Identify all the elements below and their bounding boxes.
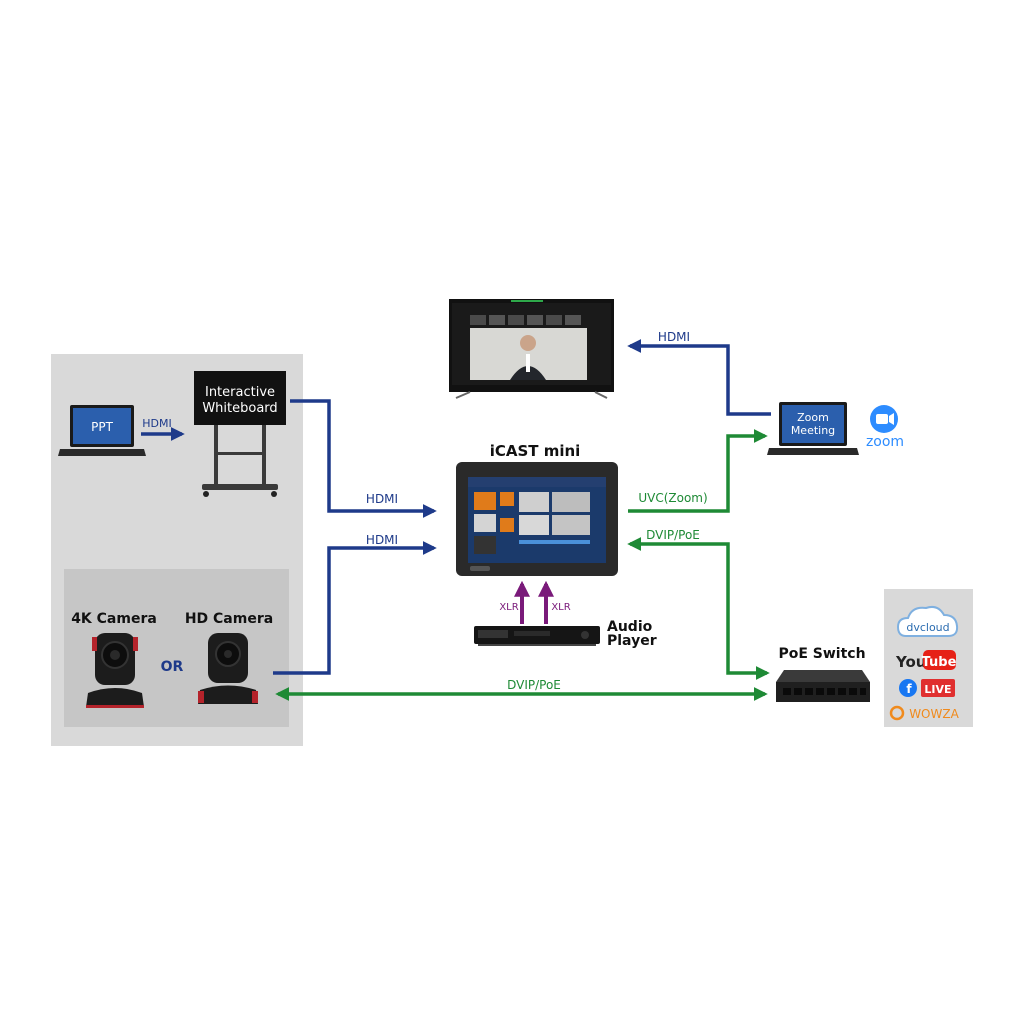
youtube-you-text: You — [895, 653, 926, 671]
whiteboard-icon: Interactive Whiteboard — [194, 371, 286, 497]
dvcloud-text: dvcloud — [906, 621, 949, 634]
wowza-text: WOWZA — [909, 707, 959, 721]
laptop-icon: Zoom Meeting — [767, 402, 859, 455]
icast-title: iCAST mini — [490, 442, 581, 460]
laptop-icon: PPT — [58, 405, 146, 456]
label-dvip-icast: DVIP/PoE — [646, 528, 700, 542]
whiteboard-label-line1: Interactive — [205, 385, 275, 400]
dvip-line-switch-icast — [627, 537, 770, 680]
hdmi-line-whiteboard-icast — [290, 399, 437, 518]
audio-player-label-line1: Audio — [607, 619, 653, 635]
label-dvip-camera: DVIP/PoE — [507, 678, 561, 692]
zoom-logo-icon: zoom — [866, 405, 904, 450]
ptz-camera-icon — [86, 633, 144, 708]
poe-switch-label: PoE Switch — [778, 646, 865, 662]
facebook-live-text: LIVE — [924, 683, 951, 696]
youtube-logo-icon: You Tube — [895, 650, 957, 671]
or-text: OR — [161, 659, 184, 675]
hdmi-line-laptop-tv — [627, 339, 771, 416]
whiteboard-label-line2: Whiteboard — [202, 401, 277, 416]
ppt-screen-label: PPT — [91, 420, 113, 434]
svg-text:f: f — [906, 682, 912, 696]
label-hdmi-camera: HDMI — [366, 533, 398, 547]
zoom-laptop-label-line1: Zoom — [797, 411, 829, 424]
youtube-tube-text: Tube — [922, 655, 957, 670]
zoom-logo-text: zoom — [866, 434, 904, 450]
icast-mini-device-icon — [456, 462, 618, 576]
label-hdmi-ppt: HDMI — [142, 417, 171, 430]
dvcloud-logo-icon: dvcloud — [896, 605, 959, 637]
zoom-laptop-label-line2: Meeting — [791, 424, 835, 437]
uvc-line-icast-laptop — [628, 429, 768, 513]
facebook-live-logo-icon: f LIVE — [899, 679, 955, 697]
label-xlr-left: XLR — [499, 602, 518, 613]
ptz-camera-icon — [198, 633, 258, 704]
hdmi-line-camera-icast — [273, 541, 437, 675]
label-xlr-right: XLR — [551, 602, 570, 613]
camera-hd-label: HD Camera — [185, 611, 273, 627]
label-hdmi-tv: HDMI — [658, 330, 690, 344]
network-switch-icon — [776, 670, 870, 702]
tv-monitor-icon — [449, 299, 614, 399]
label-uvc-zoom: UVC(Zoom) — [638, 491, 707, 505]
wowza-logo-icon: WOWZA — [889, 705, 960, 721]
audio-player-label-line2: Player — [607, 633, 657, 649]
audio-player-icon — [474, 626, 600, 646]
camera-4k-label: 4K Camera — [71, 611, 157, 627]
label-hdmi-whiteboard: HDMI — [366, 492, 398, 506]
